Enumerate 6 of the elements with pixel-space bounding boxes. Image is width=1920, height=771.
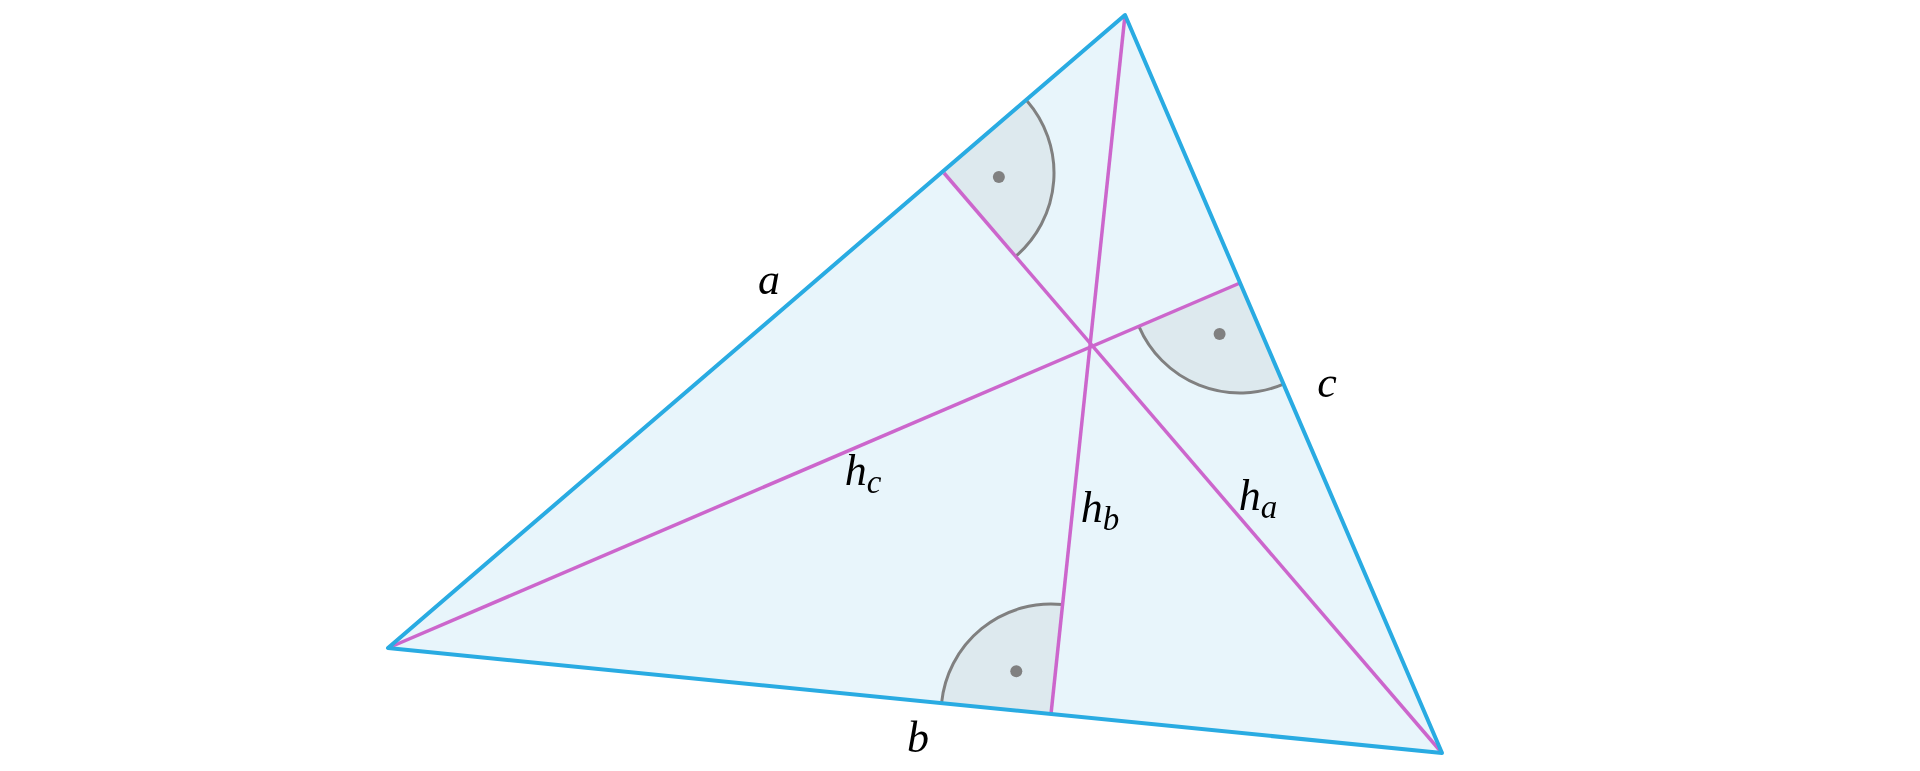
altitude-label: h$_{c}$ (844, 449, 882, 493)
altitude-label: h$_{a}$ (1238, 474, 1278, 518)
side-label: b (907, 716, 929, 760)
side-label: c (1317, 361, 1337, 405)
altitude-label: h$_{b}$ (1080, 486, 1120, 530)
side-label: a (758, 258, 780, 302)
